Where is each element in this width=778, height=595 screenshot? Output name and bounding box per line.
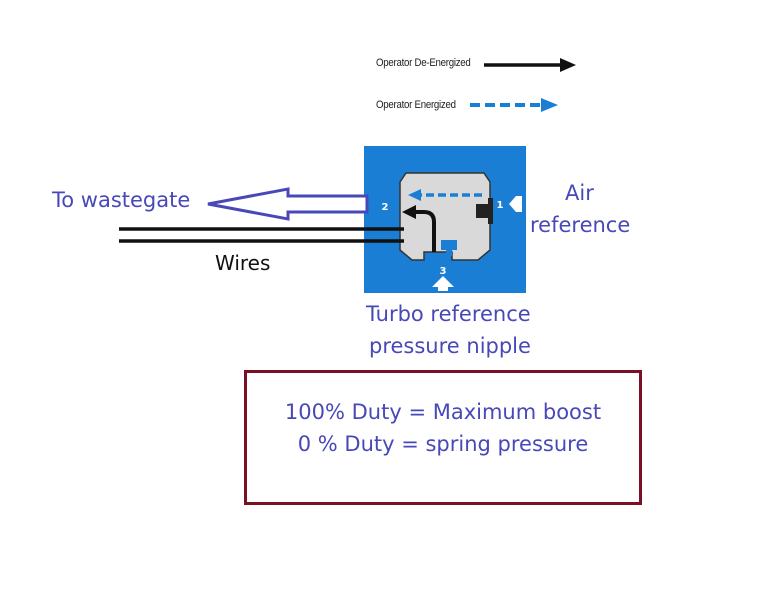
port-1-fitting (476, 198, 493, 224)
legend-energized-label: Operator Energized (376, 99, 456, 111)
duty-note-line2: 0 % Duty = spring pressure (297, 432, 589, 456)
legend-de-energized-arrow (484, 58, 576, 72)
to-wastegate-label: To wastegate (52, 188, 191, 212)
energized-flow-arrow (408, 189, 482, 201)
port-1-label: 1 (497, 200, 504, 211)
turbo-reference-label-line2: pressure nipple (369, 334, 531, 358)
duty-note-box: 100% Duty = Maximum boost 0 % Duty = spr… (244, 370, 642, 505)
wastegate-outlet-arrow (207, 187, 369, 221)
port-2-label: 2 (382, 202, 389, 213)
legend-de-energized-label: Operator De-Energized (376, 57, 471, 69)
port-3-arrow (432, 276, 454, 291)
air-reference-label-line2: reference (530, 213, 631, 237)
de-energized-flow-arrow (402, 205, 436, 252)
wires (119, 227, 404, 243)
duty-note-line1: 100% Duty = Maximum boost (284, 400, 602, 424)
port-3-label: 3 (440, 266, 447, 277)
wires-label: Wires (215, 251, 271, 275)
air-inlet-arrow (509, 196, 522, 212)
air-reference-label-line1: Air (565, 181, 594, 205)
turbo-reference-label-line1: Turbo reference (366, 302, 531, 326)
legend-energized-arrow (470, 98, 558, 112)
port-3-nozzle (441, 240, 457, 250)
